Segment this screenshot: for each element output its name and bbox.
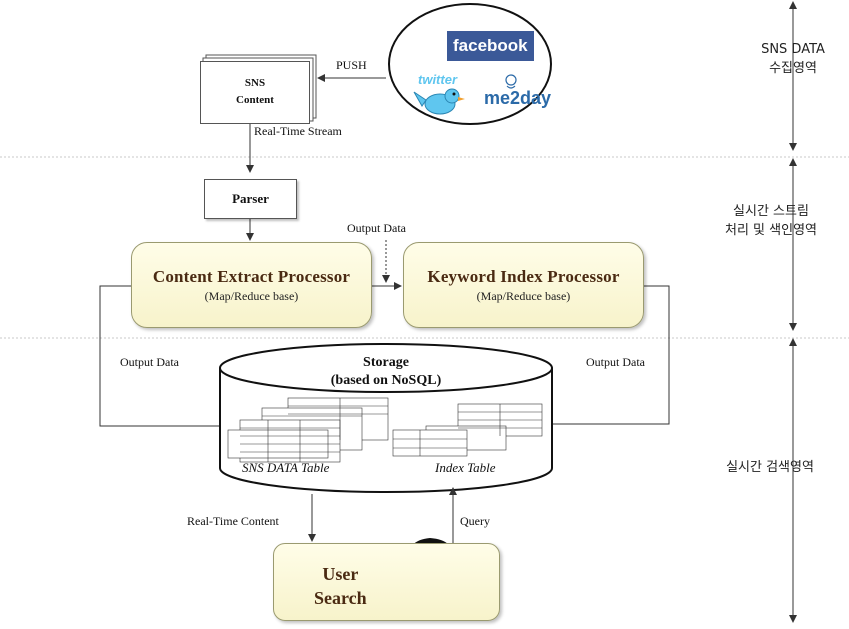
twitter-logo: twitter bbox=[418, 72, 457, 87]
index-table-label: Index Table bbox=[435, 460, 496, 475]
twitter-bird-icon bbox=[413, 88, 465, 115]
zone-collect-line1: SNS DATA bbox=[761, 42, 825, 57]
output-data-top-label: Output Data bbox=[347, 221, 406, 235]
zone-label-search: 실시간 검색영역 bbox=[726, 460, 814, 475]
storage-title-line2: (based on NoSQL) bbox=[330, 373, 442, 388]
content-extract-processor: Content Extract Processor (Map/Reduce ba… bbox=[131, 242, 372, 328]
storage-title: Storage (based on NoSQL) bbox=[296, 354, 476, 390]
zone-process-line2: 처리 및 색인영역 bbox=[725, 223, 817, 238]
me2day-logo-icon bbox=[505, 74, 517, 89]
zone-label-process: 실시간 스트림 처리 및 색인영역 bbox=[696, 202, 846, 240]
sns-content-box: SNS Content bbox=[200, 61, 310, 124]
content-extract-subtitle: (Map/Reduce base) bbox=[204, 289, 299, 303]
user-search-line2: Search bbox=[314, 588, 367, 608]
zone-collect-line2: 수집영역 bbox=[769, 61, 817, 76]
keyword-index-processor: Keyword Index Processor (Map/Reduce base… bbox=[403, 242, 644, 328]
keyword-index-subtitle: (Map/Reduce base) bbox=[476, 289, 571, 303]
output-data-left-label: Output Data bbox=[120, 355, 179, 369]
user-search-box: User Search bbox=[273, 543, 500, 621]
sns-content-line1: SNS bbox=[244, 77, 266, 89]
zone-label-collect: SNS DATA 수집영역 bbox=[740, 40, 846, 78]
sns-content-line2: Content bbox=[236, 94, 274, 106]
realtime-stream-label: Real-Time Stream bbox=[254, 124, 342, 138]
left-output-path bbox=[99, 285, 241, 430]
realtime-content-label: Real-Time Content bbox=[187, 514, 279, 528]
output-data-right-label: Output Data bbox=[586, 355, 645, 369]
storage-title-line1: Storage bbox=[363, 355, 409, 370]
index-table-graphic bbox=[392, 403, 543, 457]
parser-box: Parser bbox=[204, 179, 297, 219]
content-extract-title: Content Extract Processor bbox=[152, 267, 351, 286]
keyword-index-title: Keyword Index Processor bbox=[427, 267, 620, 286]
query-label: Query bbox=[460, 514, 490, 528]
user-search-title: User Search bbox=[314, 562, 367, 610]
me2day-logo: me2day bbox=[484, 88, 552, 108]
push-label: PUSH bbox=[336, 58, 367, 72]
sns-data-table-label: SNS DATA Table bbox=[242, 460, 330, 475]
user-search-line1: User bbox=[322, 564, 359, 584]
zone-process-line1: 실시간 스트림 bbox=[733, 204, 809, 219]
right-output-path bbox=[541, 285, 670, 428]
facebook-logo: facebook bbox=[447, 31, 534, 61]
sns-data-table-graphic bbox=[227, 397, 389, 463]
